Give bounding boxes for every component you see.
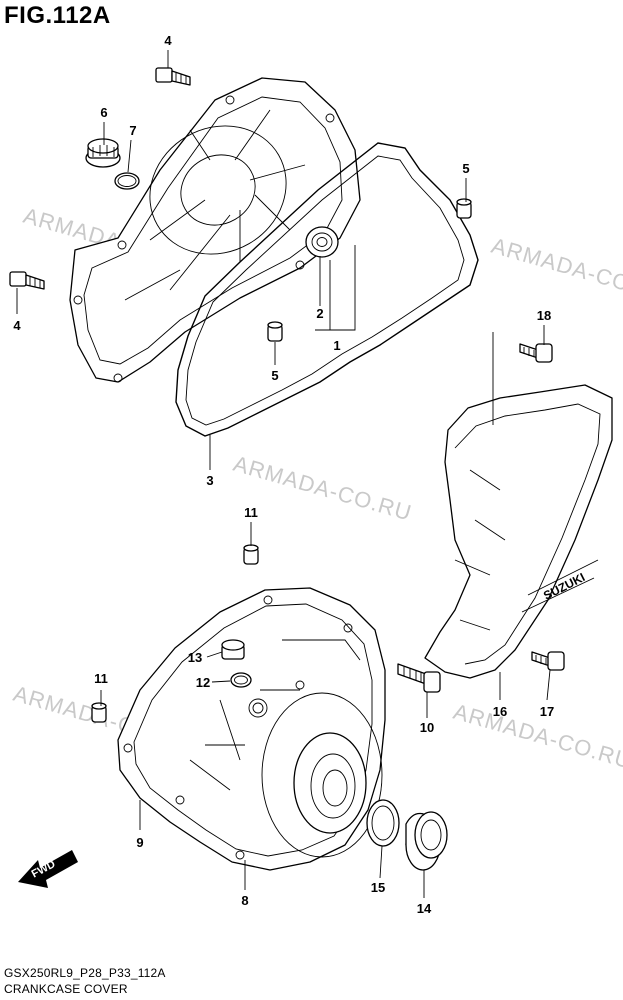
callout-8: 8 (241, 893, 248, 908)
forward-direction-arrow: FWD (18, 850, 78, 888)
dowel-pin-part (243, 544, 259, 565)
dowel-pin-part (267, 321, 283, 342)
callout-5-left: 5 (271, 368, 278, 383)
bolt-part (397, 663, 441, 693)
o-ring-part (230, 672, 252, 688)
callout-16: 16 (493, 704, 507, 719)
callout-4-left: 4 (13, 318, 21, 333)
callout-4-top: 4 (164, 33, 172, 48)
leader-lines (16, 50, 551, 898)
callout-14: 14 (417, 901, 432, 916)
clutch-cover-gasket-part (175, 142, 479, 437)
bolt-part (519, 343, 553, 363)
bolt-part (531, 651, 565, 671)
clutch-cover-part (69, 77, 361, 383)
dowel-pin-part (456, 198, 472, 219)
callout-10: 10 (420, 720, 434, 735)
callout-15: 15 (371, 880, 385, 895)
watermark-text: ARMADA-CO.RU (489, 233, 623, 308)
rubber-cap-part (405, 811, 448, 871)
o-ring-part (114, 172, 140, 190)
sprocket-cover-part: SUZUKI (424, 384, 613, 679)
callout-12: 12 (196, 675, 210, 690)
callout-6: 6 (100, 105, 107, 120)
figure-title: FIG.112A (4, 2, 111, 29)
model-code: GSX250RL9_P28_P33_112A (4, 966, 166, 980)
o-ring-part (366, 799, 400, 847)
callout-17: 17 (540, 704, 554, 719)
callout-3: 3 (206, 473, 213, 488)
callout-5-right: 5 (462, 161, 469, 176)
figure-caption: CRANKCASE COVER (4, 982, 128, 996)
callout-18: 18 (537, 308, 551, 323)
callout-11-top: 11 (244, 505, 258, 520)
callout-7: 7 (129, 123, 136, 138)
callout-2: 2 (316, 306, 323, 321)
callout-13: 13 (188, 650, 202, 665)
callout-numbers: 4 6 7 5 4 5 2 1 3 18 11 13 12 11 9 8 10 … (13, 33, 554, 916)
magneto-cover-part (117, 587, 386, 871)
callout-11-left: 11 (94, 671, 108, 686)
inspection-plug-part (305, 226, 339, 258)
oil-filler-cap-part (85, 138, 121, 168)
callout-9: 9 (136, 835, 143, 850)
dowel-pin-part (91, 702, 107, 723)
cover-plug-part (221, 639, 245, 660)
bolt-part (9, 271, 45, 290)
callout-1: 1 (333, 338, 340, 353)
watermark-text: ARMADA-CO.RU (231, 451, 415, 526)
watermark-text: ARMADA-CO.RU (451, 699, 623, 774)
bolt-part (155, 67, 191, 86)
